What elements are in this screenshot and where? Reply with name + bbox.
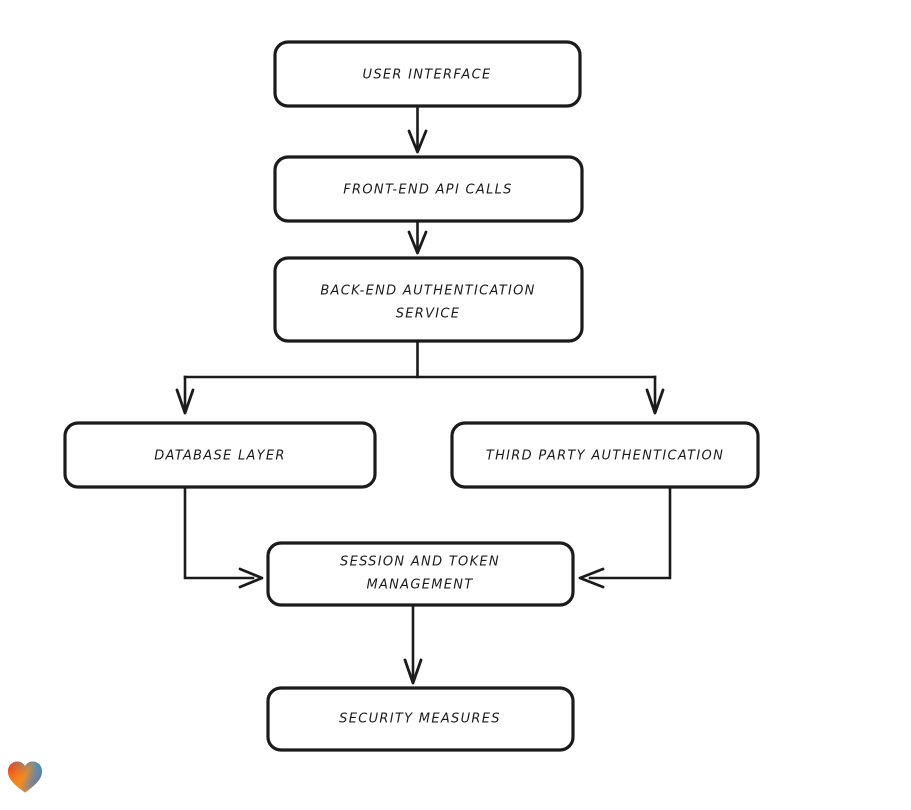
edge-user-interface-to-front-end-api-calls <box>407 104 428 154</box>
node-back-end-authentication-service[interactable]: BACK-END AUTHENTICATION SERVICE <box>273 256 584 343</box>
user-interface-label: USER INTERFACE <box>363 68 492 83</box>
front-end-api-calls-box[interactable] <box>273 155 584 223</box>
back-end-authentication-service-label-line1: BACK-END AUTHENTICATION <box>320 284 535 299</box>
node-third-party-authentication[interactable]: THIRD PARTY AUTHENTICATION <box>450 421 760 489</box>
node-security-measures[interactable]: SECURITY MEASURES <box>266 686 575 752</box>
front-end-api-calls-label: FRONT-END API CALLS <box>343 183 512 198</box>
node-front-end-api-calls[interactable]: FRONT-END API CALLS <box>273 155 584 223</box>
edge-front-end-api-calls-to-back-end-authentication-service <box>407 219 428 255</box>
database-layer-label: DATABASE LAYER <box>154 449 286 464</box>
database-layer-box[interactable] <box>63 421 377 489</box>
security-measures-label: SECURITY MEASURES <box>339 712 501 727</box>
user-interface-box[interactable] <box>273 40 582 108</box>
edge-back-end-service-to-third-party-authentication <box>645 375 665 415</box>
back-end-authentication-service-box[interactable] <box>273 256 584 343</box>
back-end-authentication-service-label-line2: SERVICE <box>396 307 461 322</box>
heart-shape-overlay <box>8 761 42 793</box>
edge-back-end-service-split-bus <box>183 339 657 379</box>
session-and-token-management-label-line2: MANAGEMENT <box>366 578 473 593</box>
edge-session-management-to-security-measures <box>403 603 423 685</box>
session-and-token-management-label-line1: SESSION AND TOKEN <box>340 555 500 570</box>
edge-back-end-service-to-database-layer <box>175 375 195 415</box>
node-database-layer[interactable]: DATABASE LAYER <box>63 421 377 489</box>
heart-icon <box>8 761 42 793</box>
third-party-authentication-label: THIRD PARTY AUTHENTICATION <box>486 449 724 464</box>
session-and-token-management-box[interactable] <box>266 541 575 607</box>
edge-third-party-authentication-to-session-management <box>578 485 672 589</box>
node-user-interface[interactable]: USER INTERFACE <box>273 40 582 108</box>
edge-database-layer-to-session-management <box>183 485 264 589</box>
node-session-and-token-management[interactable]: SESSION AND TOKEN MANAGEMENT <box>266 541 575 607</box>
third-party-authentication-box[interactable] <box>450 421 760 489</box>
security-measures-box[interactable] <box>266 686 575 752</box>
